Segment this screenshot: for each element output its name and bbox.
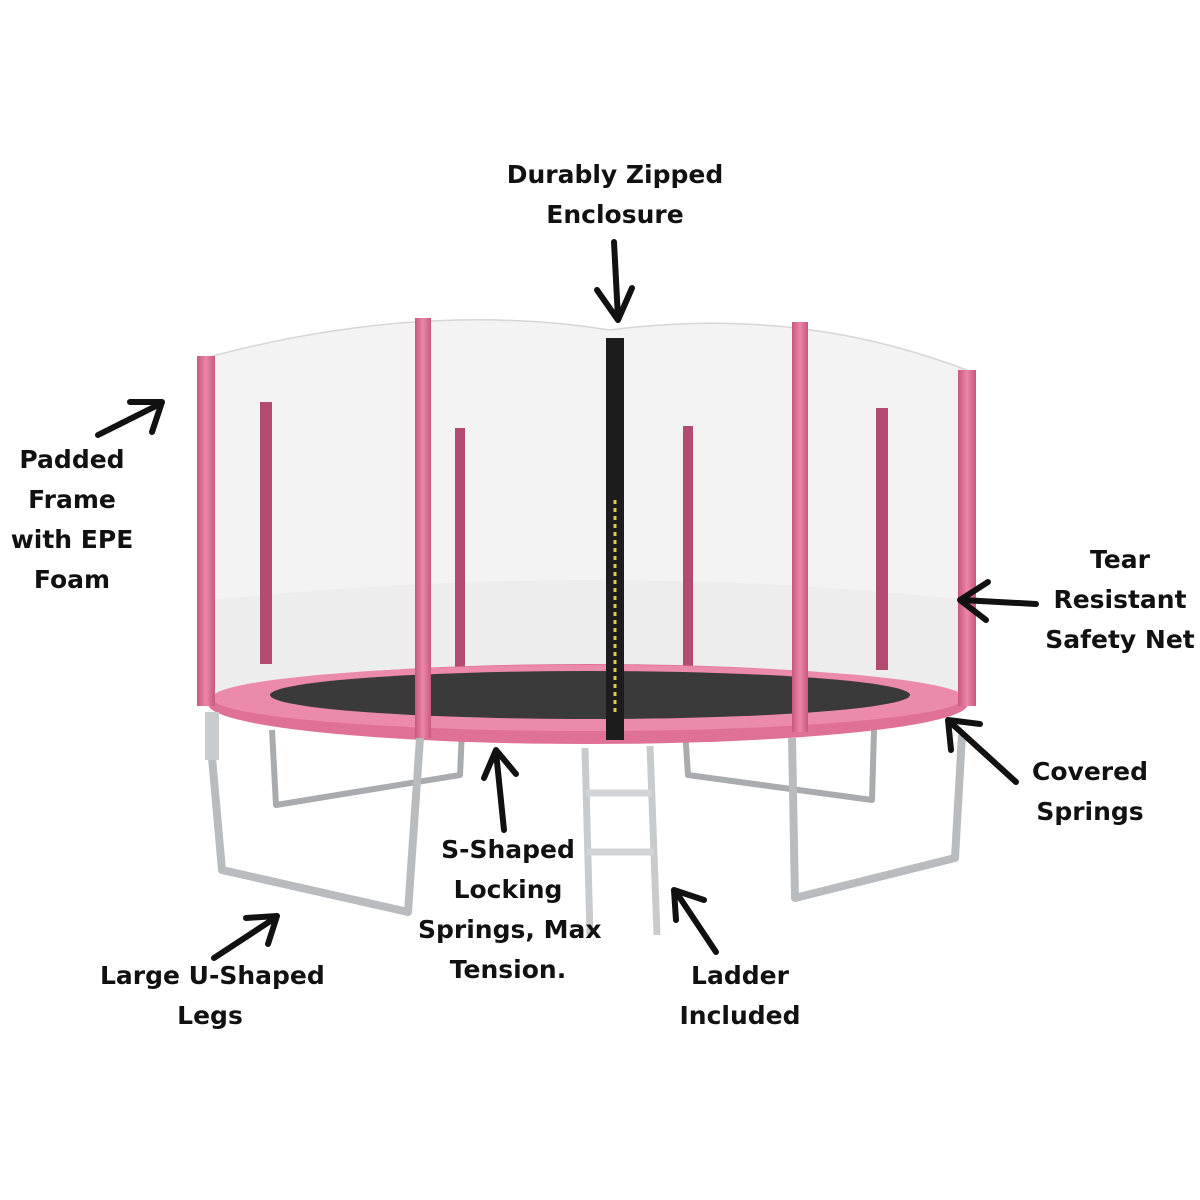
callout-line: Resistant: [1053, 585, 1187, 614]
callout-locking-springs: S-Shaped Locking Springs, Max Tension.: [418, 830, 602, 990]
callout-covered-springs: Covered Springs: [1020, 752, 1160, 832]
callout-legs: Large U-Shaped Legs: [100, 956, 325, 1036]
rear-pole: [260, 402, 272, 664]
arrow-legs-head: [243, 913, 280, 947]
arrow-enclosure: [611, 239, 621, 321]
callout-safety-net: Tear Resistant Safety Net: [1040, 540, 1200, 660]
arrow-ladder: [673, 889, 719, 955]
front-leg: [206, 734, 424, 916]
callout-line: Ladder: [691, 961, 789, 990]
rear-leg: [682, 729, 877, 803]
leg-socket: [205, 712, 219, 760]
arrow-covered-springs: [947, 719, 1019, 785]
arrow-padded-frame-head: [127, 399, 165, 435]
front-pole: [958, 370, 976, 706]
callout-line: S-Shaped: [441, 835, 575, 864]
arrow-ladder-head: [671, 887, 707, 923]
rear-leg: [269, 729, 465, 808]
arrow-locking-springs-head: [481, 747, 519, 781]
callout-line: Large U-Shaped: [100, 961, 325, 990]
jumping-mat: [270, 671, 910, 719]
arrow-padded-frame: [95, 401, 163, 438]
front-pole: [415, 318, 431, 738]
arrow-safety-net: [959, 597, 1039, 607]
callout-line: Safety Net: [1045, 625, 1195, 654]
callout-line: Tear: [1090, 545, 1150, 574]
callout-line: Springs, Max: [418, 915, 602, 944]
callout-line: Covered: [1032, 757, 1148, 786]
rear-pole: [683, 426, 693, 668]
callout-line: Tension.: [449, 955, 567, 984]
ladder: [581, 745, 661, 936]
callout-ladder: Ladder Included: [665, 956, 815, 1036]
arrow-enclosure-head: [594, 285, 635, 323]
front-leg: [788, 734, 966, 902]
arrow-legs: [211, 915, 278, 961]
callout-line: Frame: [28, 485, 116, 514]
callout-line: Locking: [453, 875, 563, 904]
callout-line: Springs: [1036, 797, 1144, 826]
front-pole: [197, 356, 215, 706]
callout-line: Foam: [33, 565, 111, 594]
callout-padded-frame: Padded Frame with EPE Foam: [2, 440, 142, 600]
callout-line: Included: [679, 1001, 801, 1030]
callout-line: with EPE: [10, 525, 134, 554]
rear-pole: [455, 428, 465, 668]
front-pole: [792, 322, 808, 732]
callout-arrows: [95, 239, 1039, 961]
callout-enclosure: Durably Zipped Enclosure: [505, 155, 725, 235]
enclosure-zipper: [606, 338, 624, 740]
callout-line: Enclosure: [546, 200, 684, 229]
arrow-covered-springs-head: [945, 717, 983, 753]
arrow-locking-springs: [493, 749, 507, 833]
rear-pole: [876, 408, 888, 670]
callout-line: Legs: [177, 1001, 243, 1030]
callout-line: Padded: [19, 445, 125, 474]
arrow-safety-net-head: [957, 579, 991, 623]
callout-line: Durably Zipped: [506, 160, 724, 189]
